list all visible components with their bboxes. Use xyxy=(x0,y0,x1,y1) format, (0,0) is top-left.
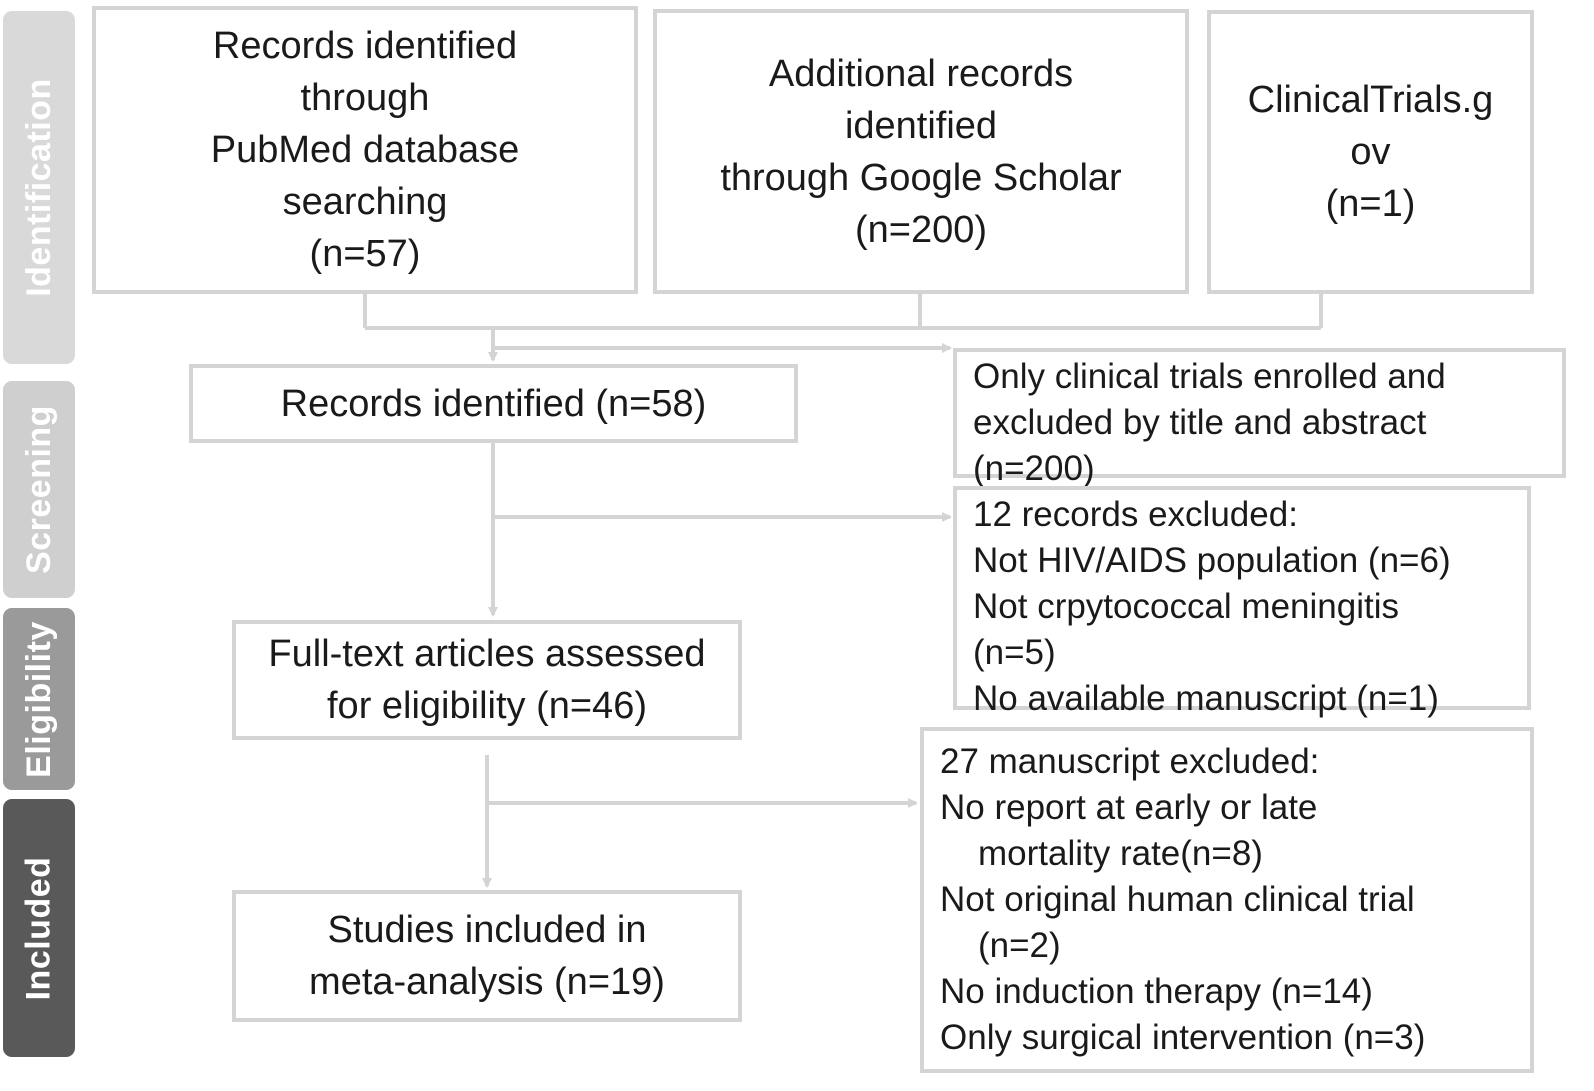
box-line: Additional records xyxy=(768,52,1074,95)
box-line: mortality rate(n=8) xyxy=(978,834,1263,873)
phase-eligibility: Eligibility xyxy=(3,608,75,790)
box-line: for eligibility (n=46) xyxy=(327,685,647,727)
box-line: excluded by title and abstract xyxy=(973,403,1427,442)
box-line: Only surgical intervention (n=3) xyxy=(940,1018,1426,1057)
box-line: 12 records excluded: xyxy=(973,495,1298,534)
fulltext-assessed-box: Full-text articles assessed for eligibil… xyxy=(232,620,742,740)
box-line: Records identified (n=58) xyxy=(280,382,707,425)
google-scholar-records-box: Additional records identified through Go… xyxy=(653,9,1189,294)
box-line: PubMed database xyxy=(210,129,520,171)
box-line: (n=200) xyxy=(973,449,1095,488)
box-line: Studies included in xyxy=(327,909,647,951)
box-line: (n=57) xyxy=(309,233,421,275)
studies-included-box: Studies included in meta-analysis (n=19) xyxy=(232,890,742,1022)
box-line: ov xyxy=(1350,131,1391,173)
records-excluded-box: 12 records excluded: Not HIV/AIDS popula… xyxy=(953,486,1531,718)
manuscripts-excluded-box: 27 manuscript excluded: No report at ear… xyxy=(920,727,1534,1073)
box-line: Not HIV/AIDS population (n=6) xyxy=(973,541,1451,580)
box-title: 27 manuscript excluded: xyxy=(940,742,1320,781)
box-line: ClinicalTrials.g xyxy=(1247,79,1494,121)
phase-screening: Screening xyxy=(3,381,75,598)
box-line: (n=2) xyxy=(978,926,1061,965)
box-line: No available manuscript (n=1) xyxy=(973,679,1439,718)
box-line: Not crpytococcal meningitis xyxy=(973,587,1399,626)
box-line: identified xyxy=(844,104,998,147)
box-line: Only clinical trials enrolled and xyxy=(973,357,1446,396)
box-line: (n=1) xyxy=(1325,183,1416,225)
box-line: Not original human clinical trial xyxy=(940,880,1415,919)
records-identified-box: Records identified (n=58) xyxy=(189,364,798,443)
box-line: Records identified xyxy=(212,25,518,67)
box-line: No induction therapy (n=14) xyxy=(940,972,1373,1011)
box-line: No report at early or late xyxy=(940,788,1318,827)
box-line: meta-analysis (n=19) xyxy=(309,961,665,1003)
box-line: through xyxy=(300,77,430,119)
title-abstract-exclusion-box: Only clinical trials enrolled and exclud… xyxy=(953,348,1566,488)
pubmed-records-box: Records identified through PubMed databa… xyxy=(92,6,638,294)
box-line: (n=200) xyxy=(854,208,988,251)
box-line: through Google Scholar xyxy=(720,156,1122,199)
phase-included: Included xyxy=(3,799,75,1057)
box-line: searching xyxy=(282,181,448,223)
phase-identification: Identification xyxy=(3,11,75,364)
clinicaltrials-records-box: ClinicalTrials.g ov (n=1) xyxy=(1207,10,1534,294)
box-line: (n=5) xyxy=(973,633,1056,672)
box-line: Full-text articles assessed xyxy=(268,633,706,675)
